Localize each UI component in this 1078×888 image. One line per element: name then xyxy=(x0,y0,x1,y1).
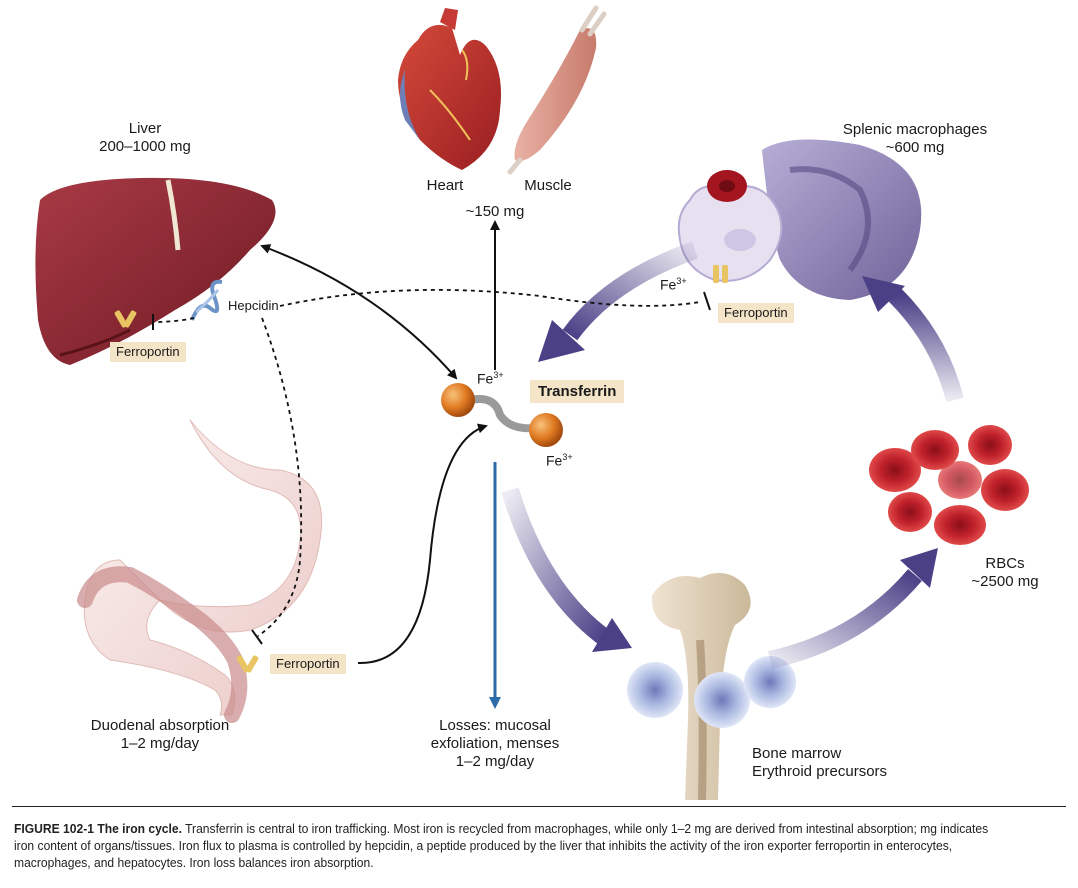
stomach-duodenum-icon xyxy=(77,419,323,723)
splenic-amount: ~600 mg xyxy=(885,139,945,156)
fe-charge: 3+ xyxy=(562,452,573,462)
cycle-arrows xyxy=(501,241,964,669)
rbc-amount: ~2500 mg xyxy=(971,573,1039,590)
losses-label: Losses: mucosal exfoliation, menses 1–2 … xyxy=(405,717,585,771)
marrow-line2: Erythroid precursors xyxy=(752,763,888,780)
ferroportin-channel-gut-icon xyxy=(236,655,259,673)
iron-cycle-diagram xyxy=(35,5,1029,800)
liver-label: Liver 200–1000 mg xyxy=(75,120,215,156)
fe-label-bottom: Fe3+ xyxy=(546,452,573,469)
fe-symbol: Fe xyxy=(477,370,494,387)
heart-muscle-amount: ~150 mg xyxy=(465,203,525,220)
inhibition-bars xyxy=(152,291,711,645)
caption-heading: FIGURE 102-1 The iron cycle. xyxy=(14,821,182,836)
fe-label-spleen: Fe3+ xyxy=(660,276,687,293)
fe-charge: 3+ xyxy=(676,276,687,286)
bone-marrow-icon xyxy=(627,572,796,800)
ferroportin-channel-icon xyxy=(713,265,728,283)
rbc-label: RBCs ~2500 mg xyxy=(950,555,1060,591)
losses-line1: Losses: mucosal xyxy=(439,717,551,734)
liver-icon xyxy=(35,177,276,365)
losses-line2: exfoliation, menses xyxy=(430,735,560,752)
hepcidin-inhibition-lines xyxy=(154,289,701,637)
caption-body: Transferrin is central to iron trafficki… xyxy=(14,821,989,870)
hepcidin-helix-icon xyxy=(190,279,223,321)
spleen-macrophage-icon xyxy=(677,139,922,300)
ferroportin-label-gut: Ferroportin xyxy=(270,654,346,674)
muscle-label: Muscle xyxy=(524,177,572,194)
fe-charge: 3+ xyxy=(493,370,504,380)
marrow-line1: Bone marrow xyxy=(752,745,842,762)
rbc-name: RBCs xyxy=(985,555,1025,572)
splenic-name: Splenic macrophages xyxy=(842,121,988,138)
duodenal-line1: Duodenal absorption xyxy=(90,717,230,734)
duodenal-label: Duodenal absorption 1–2 mg/day xyxy=(60,717,260,753)
flux-arrows xyxy=(260,220,501,709)
ferroportin-label-spleen: Ferroportin xyxy=(718,303,794,323)
duodenal-line2: 1–2 mg/day xyxy=(120,735,200,752)
liver-name: Liver xyxy=(128,120,162,137)
splenic-label: Splenic macrophages ~600 mg xyxy=(815,121,1015,157)
caption-divider xyxy=(12,806,1066,807)
fe-label-top: Fe3+ xyxy=(477,370,504,387)
heart-icon xyxy=(398,8,502,170)
red-blood-cells-icon xyxy=(869,425,1029,545)
transferrin-label: Transferrin xyxy=(530,380,625,403)
ferroportin-label-liver: Ferroportin xyxy=(110,342,186,362)
hepcidin-label: Hepcidin xyxy=(228,298,279,313)
liver-amount: 200–1000 mg xyxy=(99,138,191,155)
muscle-icon xyxy=(507,5,607,175)
fe-symbol: Fe xyxy=(546,452,563,469)
marrow-label: Bone marrow Erythroid precursors xyxy=(752,745,887,781)
fe-symbol: Fe xyxy=(660,276,677,293)
heart-label: Heart xyxy=(426,177,464,194)
figure-caption: FIGURE 102-1 The iron cycle. Transferrin… xyxy=(14,820,992,871)
ferroportin-channel-liver-icon xyxy=(114,310,137,328)
transferrin-molecule-icon xyxy=(441,383,563,447)
losses-line3: 1–2 mg/day xyxy=(455,753,535,770)
